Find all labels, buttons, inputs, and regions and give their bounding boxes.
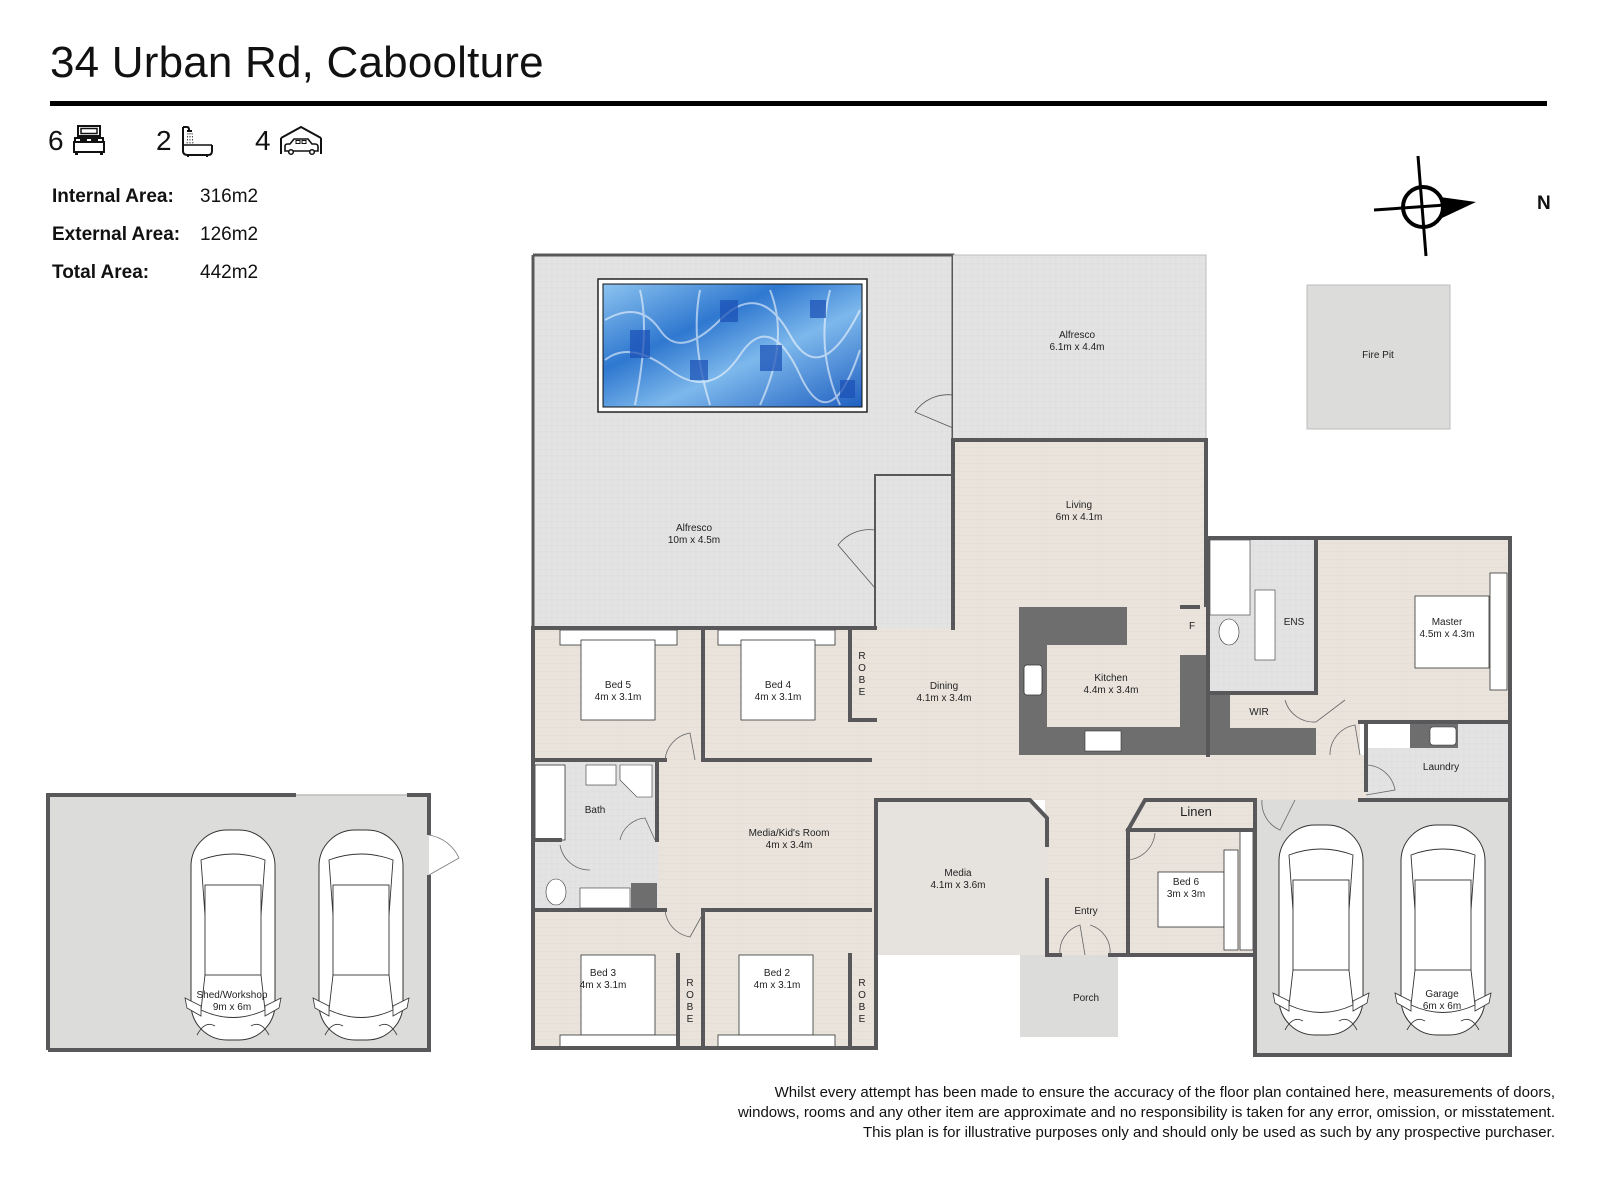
robe-bed-3: ROBE [686, 978, 694, 1025]
room-porch: Porch [1072, 993, 1100, 1004]
internal-area-row: Internal Area: 316m2 [52, 178, 258, 216]
room-laundry: Laundry [1422, 762, 1460, 773]
property-title: 34 Urban Rd, Caboolture [50, 38, 544, 87]
external-area-value: 126m2 [200, 224, 259, 245]
title-divider [50, 101, 1547, 106]
disclaimer-line-2: windows, rooms and any other item are ap… [737, 1104, 1555, 1121]
total-area-row: Total Area: 442m2 [52, 254, 258, 292]
total-area-value: 442m2 [200, 262, 259, 283]
car-space-count-value: 4 [255, 125, 271, 156]
car-space-count: 4 [255, 124, 323, 158]
internal-area-value: 316m2 [200, 186, 259, 207]
external-area-label: External Area: [52, 224, 181, 245]
room-fire-pit: Fire Pit [1362, 350, 1394, 361]
area-summary: Internal Area: 316m2 External Area: 126m… [52, 178, 258, 292]
internal-area-label: Internal Area: [52, 186, 174, 207]
bedroom-count-value: 6 [48, 125, 64, 156]
room-wir: WIR [1249, 707, 1269, 718]
north-compass-icon [1373, 155, 1476, 257]
room-bath: Bath [584, 805, 606, 816]
robe-bed-4: ROBE [858, 651, 866, 698]
bathroom-count-value: 2 [156, 125, 172, 156]
room-fridge: F [1188, 621, 1196, 632]
disclaimer: Whilst every attempt has been made to en… [635, 1083, 1555, 1143]
bathtub-shower-icon [181, 126, 213, 157]
car-garage-icon [279, 125, 322, 156]
disclaimer-line-1: Whilst every attempt has been made to en… [774, 1084, 1555, 1101]
alfresco-pool-area [531, 253, 955, 628]
robe-bed-2: ROBE [858, 978, 866, 1025]
bedroom-count: 6 [48, 124, 106, 158]
bed-icon [72, 125, 105, 155]
external-area-row: External Area: 126m2 [52, 216, 258, 254]
compass-north-label: N [1537, 193, 1551, 214]
room-ensuite: ENS [1283, 617, 1305, 628]
room-entry: Entry [1074, 906, 1098, 917]
bathroom-count: 2 [156, 124, 214, 158]
total-area-label: Total Area: [52, 262, 150, 283]
room-linen: Linen [1180, 804, 1212, 819]
disclaimer-line-3: This plan is for illustrative purposes o… [862, 1124, 1555, 1141]
